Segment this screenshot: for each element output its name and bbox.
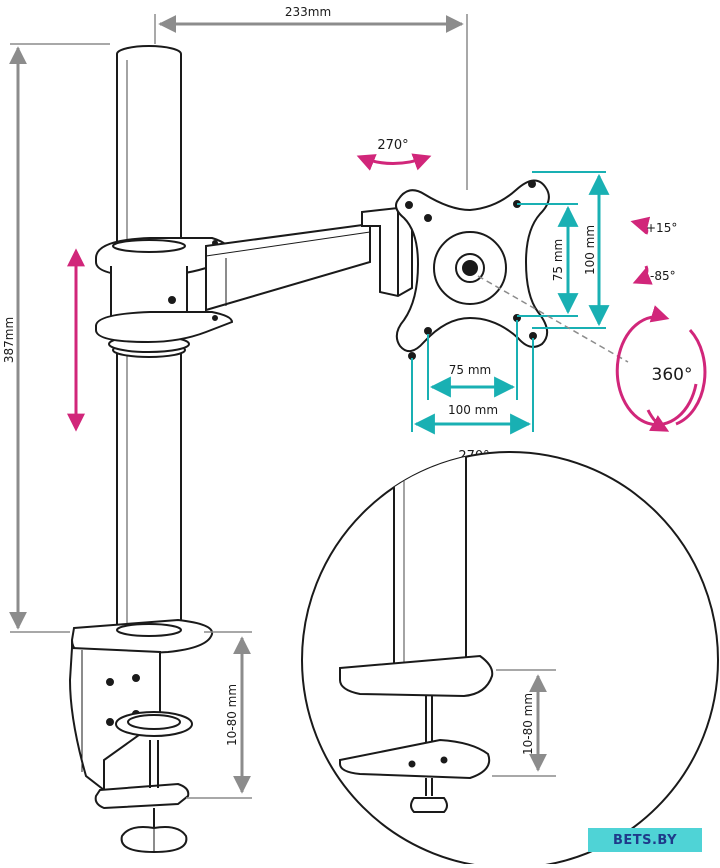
watermark-badge: BETS.BY — [588, 828, 702, 852]
clamp-detail-view: 10-80 mm — [301, 451, 719, 868]
height-dimension: 387mm — [2, 43, 110, 633]
clamp-range-label: 10-80 mm — [225, 684, 239, 746]
pole-height-label: 387mm — [2, 317, 16, 363]
vesa-vertical-100-label: 100 mm — [583, 225, 597, 275]
rotation-axis — [477, 275, 629, 363]
vesa-horizontal-75-label: 75 mm — [449, 363, 491, 377]
pole — [116, 45, 182, 630]
arm-collar — [95, 237, 234, 358]
arm — [205, 206, 413, 312]
vesa-horizontal-100-label: 100 mm — [448, 403, 498, 417]
tilt-down-label: -85° — [650, 269, 676, 283]
arm-width-label: 233mm — [285, 5, 331, 19]
clamp-range-detail-label: 10-80 mm — [521, 693, 535, 755]
clamp-range-dimension: 10-80 mm — [186, 631, 252, 799]
vesa-plate — [395, 179, 550, 360]
vesa-vertical-75-label: 75 mm — [551, 239, 565, 281]
rotate-indicator: 360° — [615, 305, 707, 432]
tilt-indicator: +15° -85° — [630, 216, 677, 285]
swivel-top-indicator: 270° — [356, 138, 432, 171]
tilt-up-label: +15° — [646, 221, 677, 235]
watermark-text: BETS.BY — [612, 832, 678, 848]
swivel-top-label: 270° — [377, 138, 408, 153]
rotate-label: 360° — [652, 365, 693, 385]
clamp — [68, 618, 214, 854]
arm-width-dimension: 233mm — [154, 5, 468, 190]
